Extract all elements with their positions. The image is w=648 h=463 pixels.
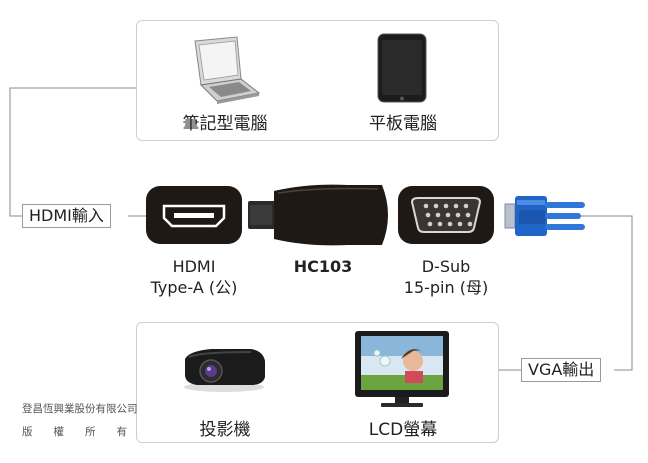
hdmi-connector-label: HDMI Type-A (公): [138, 256, 250, 298]
hdmi-type-line1: HDMI: [172, 257, 216, 276]
vga-plug-icon: [504, 196, 585, 236]
tablet-icon: [377, 33, 427, 103]
dsub-type-line2: 15-pin (母): [403, 278, 489, 297]
dsub-type-line1: D-Sub: [421, 257, 471, 276]
lcd-label: LCD螢幕: [368, 420, 438, 440]
copyright-company: 登昌恆興業股份有限公司: [22, 403, 138, 415]
display-devices-box: 投影機 LCD螢幕: [136, 322, 499, 443]
dsub-connector-label: D-Sub 15-pin (母): [390, 256, 502, 298]
source-devices-box: 筆記型電腦 平板電腦: [136, 20, 499, 141]
hdmi-input-line: [9, 87, 136, 217]
vga-output-line: [581, 215, 633, 371]
projector-label: 投影機: [199, 420, 251, 440]
hc103-adapter-icon: [248, 184, 388, 246]
hdmi-input-tag: HDMI輸入: [22, 204, 111, 228]
projector-icon: [184, 349, 265, 392]
hdmi-type-line2: Type-A (公): [150, 278, 238, 297]
copyright-rights: 版 權 所 有: [22, 426, 127, 438]
hdmi-port-icon: [146, 186, 242, 244]
lcd-monitor-icon: [355, 331, 449, 407]
vga-output-tag: VGA輸出: [521, 358, 602, 382]
laptop-icon: [194, 36, 261, 104]
product-name: HC103: [293, 257, 353, 276]
laptop-label: 筆記型電腦: [182, 114, 268, 134]
dsub-port-icon: [398, 186, 494, 244]
tablet-label: 平板電腦: [369, 114, 437, 134]
